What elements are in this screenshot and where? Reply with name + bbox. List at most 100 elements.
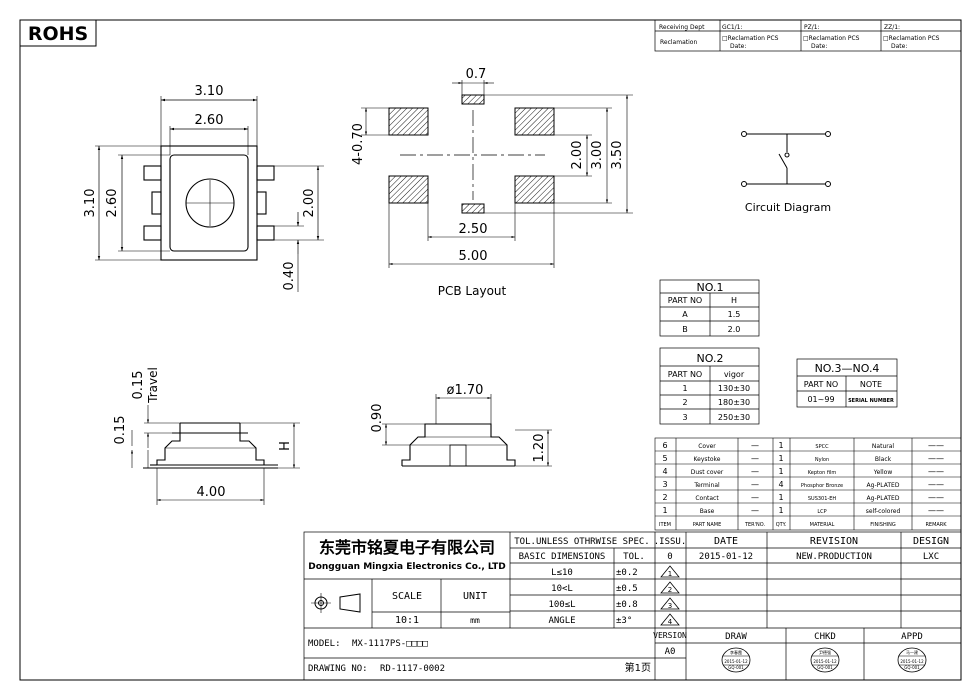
dim-090: 0.90: [370, 404, 385, 433]
bom-r0-fin: Natural: [872, 443, 894, 450]
tol-row2-range: 10<L: [551, 584, 573, 594]
bom-r4-ter: —: [751, 493, 759, 502]
no2-row-3-part: 3: [682, 413, 687, 422]
no2-table: [659, 347, 760, 425]
bom-r5-mat: LCP: [817, 509, 826, 515]
bom-r2-item: 4: [662, 467, 667, 476]
projection-icon: [311, 593, 361, 613]
rec-pz-2: Date:: [811, 43, 827, 50]
date-header: DATE: [714, 536, 738, 547]
revision-markers: [660, 565, 680, 626]
no34-title: NO.3—NO.4: [815, 362, 880, 375]
no2-row-2-part: 2: [682, 398, 687, 407]
bom-r1-qty: 1: [778, 454, 783, 463]
marker-4: 4: [668, 618, 673, 626]
col-gc: GC1/1:: [722, 24, 743, 31]
dim-260-top: 2.60: [195, 113, 224, 128]
top-view: [95, 96, 324, 292]
bom-r4-rem: ——: [928, 493, 944, 502]
bom-r1-fin: Black: [875, 456, 892, 463]
bom-r5-item: 1: [662, 506, 667, 515]
bom-h-mat: MATERIAL: [810, 522, 835, 528]
rec-gc-2: Date:: [730, 43, 746, 50]
bom-r4-qty: 1: [778, 493, 783, 502]
bom-r1-mat: Nylon: [815, 457, 829, 463]
bom-r3-name: Terminal: [693, 482, 720, 489]
basic-dims-label: BASIC DIMENSIONS: [519, 552, 606, 562]
no2-head-vigor: vigor: [724, 370, 745, 379]
dim-pcb-300: 3.00: [590, 141, 605, 170]
dim-4-070: 4-0.70: [351, 123, 366, 165]
no2-head-part: PART NO: [668, 370, 702, 379]
bom-r5-rem: ——: [928, 506, 944, 515]
model-label: MODEL:: [308, 639, 341, 649]
receiving-dept-label: Receiving Dept: [659, 24, 705, 31]
title-block-grid: [303, 531, 962, 681]
tol-title: TOL.UNLESS OTHRWISE SPEC.: [514, 537, 649, 547]
tol-row3-value: ±0.8: [616, 600, 638, 610]
bom-r0-qty: 1: [778, 441, 783, 450]
rec-pz-1: □Reclamation PCS: [803, 35, 860, 42]
revision-header: REVISION: [810, 536, 858, 547]
no2-title: NO.2: [697, 352, 724, 365]
bom-r3-fin: Ag-PLATED: [867, 482, 900, 489]
tol-row1-value: ±0.2: [616, 568, 638, 578]
dim-015-travel: 0.15: [131, 371, 146, 400]
stamp-draw-date: 2015-01-12: [724, 659, 748, 664]
pcb-layout-caption: PCB Layout: [438, 284, 507, 298]
scale-value: 10:1: [395, 615, 419, 626]
no2-row-3-vigor: 250±30: [718, 413, 750, 422]
dim-400: 4.00: [197, 485, 226, 500]
dim-310-left: 3.10: [83, 189, 98, 218]
bom-r5-ter: —: [751, 506, 759, 515]
dim-pcb-200: 2.00: [570, 141, 585, 170]
bom-r2-name: Dust cover: [691, 469, 724, 476]
dim-310-top: 3.10: [195, 84, 224, 99]
bom-r2-rem: ——: [928, 467, 944, 476]
no34-head-part: PART NO: [804, 380, 838, 389]
bom-r4-item: 2: [662, 493, 667, 502]
rohs-label: ROHS: [28, 23, 88, 45]
bom-table: [654, 437, 962, 531]
drawing-no-label: DRAWING NO:: [308, 664, 368, 674]
bom-r0-rem: ——: [928, 441, 944, 450]
side-view: [130, 405, 300, 505]
rec-gc-1: □Reclamation PCS: [722, 35, 779, 42]
appd-label: APPD: [901, 632, 923, 642]
bom-r3-ter: —: [751, 480, 759, 489]
tol-row4-value: ±3°: [616, 616, 632, 626]
unit-label: UNIT: [463, 591, 487, 602]
col-zz: ZZ/1:: [884, 24, 900, 31]
dim-pcb-350: 3.50: [610, 141, 625, 170]
stamp-draw-code: GQ-001: [728, 665, 744, 670]
bom-r3-qty: 4: [778, 480, 783, 489]
dim-200-top: 2.00: [302, 189, 317, 218]
reclamation-label: Reclamation: [660, 39, 697, 46]
drawing-no-value: RD-1117-0002: [380, 664, 445, 674]
bom-r0-ter: —: [751, 441, 759, 450]
company-cn: 东莞市铭夏电子有限公司: [319, 538, 495, 557]
stamp-chkd-name: 尹德强: [819, 649, 831, 655]
issue-no: 0: [667, 552, 672, 562]
bom-rows: 6 Cover — 1 SPCC Natural —— 5 Keystoke —…: [659, 441, 947, 528]
dim-170: ø1.70: [447, 383, 484, 398]
dim-07: 0.7: [466, 67, 487, 82]
stamp-appd-code: GQ-001: [904, 665, 920, 670]
stamp-appd-date: 2015-01-12: [900, 659, 924, 664]
dim-260-left: 2.60: [105, 189, 120, 218]
dim-120: 1.20: [532, 434, 547, 463]
no1-title: NO.1: [697, 281, 724, 294]
bom-r3-rem: ——: [928, 480, 944, 489]
bom-r5-name: Base: [700, 508, 715, 515]
chkd-label: CHKD: [814, 632, 836, 642]
bom-r2-fin: Yellow: [873, 469, 893, 476]
dim-040: 0.40: [282, 262, 297, 291]
circuit-diagram-caption: Circuit Diagram: [745, 201, 831, 214]
stamp-chkd-code: GQ-001: [817, 665, 833, 670]
stamp-chkd-date: 2015-01-12: [813, 659, 837, 664]
marker-3: 3: [668, 602, 672, 610]
version-label: VERSION: [653, 631, 687, 640]
tol-row4-range: ANGLE: [548, 616, 575, 626]
no34-table: [796, 358, 898, 408]
unit-value: mm: [470, 616, 480, 625]
